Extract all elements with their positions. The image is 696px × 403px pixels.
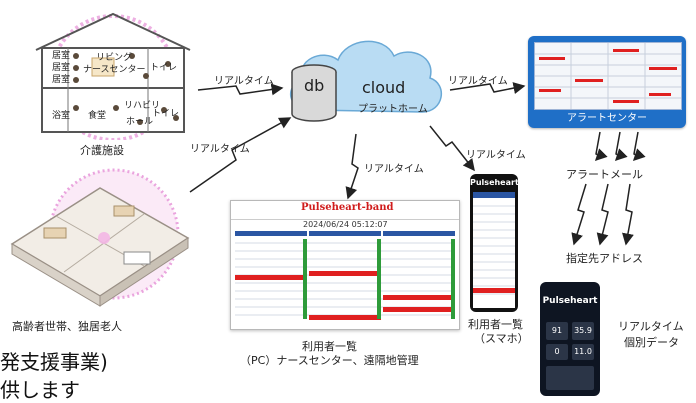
smartphone-user-list: Pulseheart — [470, 174, 519, 312]
pc-brand: Pulseheart-band — [301, 202, 394, 213]
home-caption: 高齢者世帯、独居老人 — [12, 320, 122, 333]
edge-home-cloud — [189, 117, 292, 193]
phone-list-grid — [473, 192, 515, 295]
personal-data-phone: Pulseheart 91 35.9 0 11.0 — [540, 282, 600, 396]
home-floorplan — [10, 168, 190, 307]
room-label: 居室 — [52, 63, 71, 73]
room-label: リハビリ — [124, 101, 161, 111]
pc-caption-subtitle: （PC）ナースセンター、遠隔地管理 — [240, 354, 419, 367]
cloud-shape — [289, 40, 443, 122]
edge-alert-mail-2 — [614, 131, 628, 162]
pc-timestamp: 2024/06/24 05:12:07 — [303, 220, 388, 229]
edge-label-realtime: リアルタイム — [214, 76, 274, 87]
edge-facility-cloud — [197, 83, 284, 96]
elderly-home-illustration — [4, 168, 192, 310]
edge-alert-mail-1 — [594, 131, 608, 162]
personal-value-tile: 0 — [546, 344, 568, 360]
pc-caption-title: 利用者一覧 — [302, 340, 357, 353]
room-label: 食堂 — [88, 111, 107, 121]
personal-value-tile: 91 — [546, 322, 568, 340]
edge-mail-address-3 — [622, 183, 634, 246]
pc-user-list-screen: Pulseheart-band 2024/06/24 05:12:07 — [230, 200, 460, 330]
facility-caption: 介護施設 — [80, 144, 124, 157]
edge-alert-mail-3 — [632, 131, 646, 162]
phone-brand: Pulseheart — [470, 178, 519, 187]
personal-caption-title: リアルタイム — [618, 320, 684, 333]
phone-caption-title: 利用者一覧 — [468, 318, 523, 331]
personal-value-tile: 35.9 — [572, 322, 594, 340]
personal-chart-tile — [546, 366, 594, 390]
room-label: トイレ — [150, 63, 178, 73]
personal-brand: Pulseheart — [542, 296, 598, 306]
partial-text-line2: 供します — [0, 378, 80, 402]
personal-value-tile: 11.0 — [572, 344, 594, 360]
room-label: リビング — [96, 53, 133, 63]
cloud-platform: db cloud プラットホーム — [280, 28, 450, 128]
room-label: ホール — [126, 117, 154, 127]
care-facility-building: 居室 居室 居室 リビング ナースセンター トイレ 浴室 食堂 リハビリ ホール… — [28, 10, 198, 142]
personal-caption-subtitle: 個別データ — [624, 336, 679, 349]
phone-caption-subtitle: （スマホ） — [474, 332, 529, 345]
room-label: ナースセンター — [83, 65, 146, 75]
edge-label-realtime: リアルタイム — [364, 164, 424, 175]
edge-mail-address-1 — [571, 183, 587, 246]
alert-center-label: アラートセンター — [567, 113, 647, 124]
pc-header: Pulseheart-band — [231, 201, 459, 220]
pc-data-grid — [235, 231, 455, 320]
edge-cloud-pc — [345, 133, 359, 200]
room-label: トイレ — [152, 109, 180, 119]
cloud-subtitle: プラットホーム — [358, 104, 428, 115]
edge-cloud-alert — [449, 82, 526, 94]
edge-label-realtime: リアルタイム — [448, 76, 508, 87]
room-label: 浴室 — [52, 111, 71, 121]
address-label: 指定先アドレス — [566, 252, 643, 265]
phone-screen — [473, 192, 515, 308]
alert-mail-label: アラートメール — [566, 168, 643, 181]
alert-center-screen — [534, 42, 682, 110]
edge-cloud-phone — [429, 125, 475, 172]
room-label: 居室 — [52, 51, 71, 61]
partial-text-line1: 発支援事業) — [0, 350, 108, 374]
edge-label-realtime: リアルタイム — [466, 150, 526, 161]
alert-center-panel: アラートセンター — [528, 36, 686, 128]
alert-grid — [535, 43, 681, 109]
house-outline — [35, 12, 191, 142]
edge-label-realtime: リアルタイム — [190, 144, 250, 155]
cloud-title: cloud — [362, 78, 406, 97]
room-label: 居室 — [52, 75, 71, 85]
db-label: db — [304, 76, 325, 95]
edge-mail-address-2 — [596, 183, 609, 246]
